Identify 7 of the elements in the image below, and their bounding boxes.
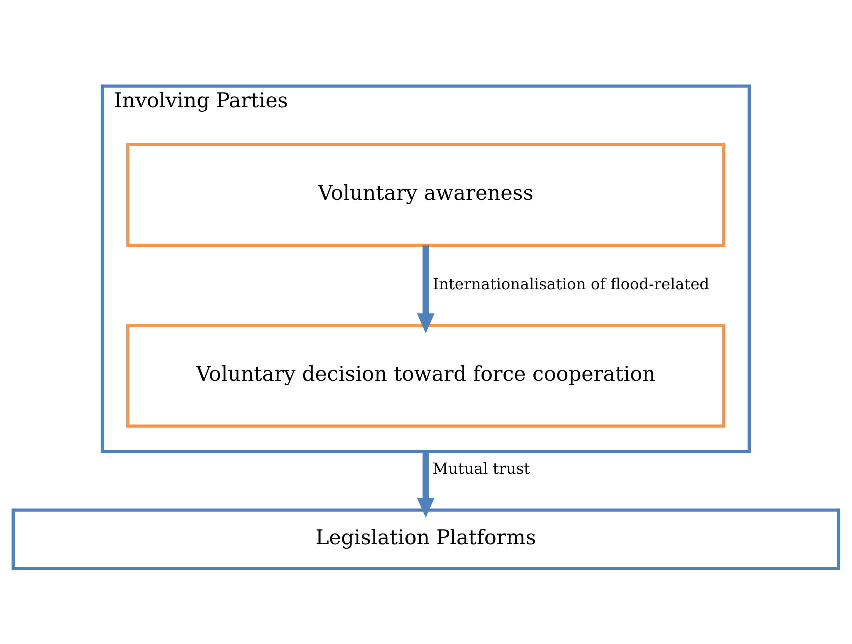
edge-label: Mutual trust xyxy=(432,460,530,478)
arrow xyxy=(417,451,435,518)
node-box: Legislation Platforms xyxy=(12,508,840,570)
node-box: Voluntary awareness xyxy=(126,142,726,247)
edge-label: Internationalisation of flood-related xyxy=(433,275,710,294)
arrow xyxy=(417,245,435,334)
node-box: Voluntary decision toward force cooperation xyxy=(126,324,726,428)
